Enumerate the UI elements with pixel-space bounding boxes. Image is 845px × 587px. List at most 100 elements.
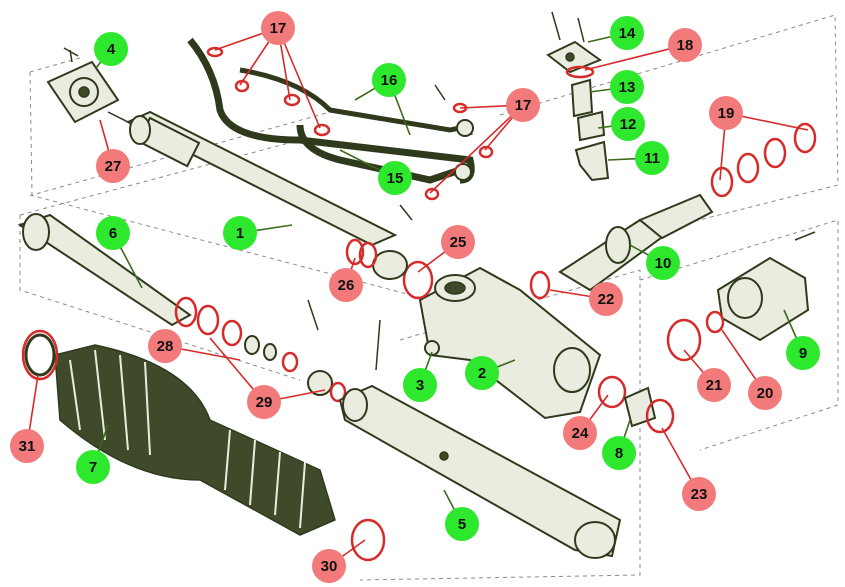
callout-16: 16 — [372, 63, 406, 97]
callout-badge — [465, 356, 499, 390]
callout-number: 17 — [515, 97, 532, 114]
callout-number: 5 — [458, 516, 466, 533]
callout-badge — [94, 32, 128, 66]
callout-number: 25 — [450, 234, 467, 251]
callout-13: 13 — [610, 70, 644, 104]
callout-8: 8 — [602, 436, 636, 470]
callout-24: 24 — [563, 416, 597, 450]
callout-20: 20 — [748, 376, 782, 410]
callout-badge — [635, 141, 669, 175]
callout-number: 7 — [89, 459, 97, 476]
callout-5: 5 — [445, 507, 479, 541]
callout-22: 22 — [589, 282, 623, 316]
callout-number: 1 — [236, 225, 244, 242]
callout-number: 14 — [619, 25, 636, 42]
callout-2: 2 — [465, 356, 499, 390]
callout-26: 26 — [329, 268, 363, 302]
callout-badge — [589, 282, 623, 316]
callout-11: 11 — [635, 141, 669, 175]
callout-badge — [247, 385, 281, 419]
callout-badge — [10, 429, 44, 463]
callout-number: 4 — [107, 41, 116, 58]
callout-number: 30 — [321, 558, 338, 575]
rack-shaft-part — [17, 213, 192, 327]
callout-badge — [441, 225, 475, 259]
callout-badge — [786, 336, 820, 370]
callout-number: 9 — [799, 345, 807, 362]
callout-23: 23 — [682, 477, 716, 511]
callout-7: 7 — [76, 450, 110, 484]
callout-badge — [611, 107, 645, 141]
callout-3: 3 — [403, 368, 437, 402]
leader-line-17-2 — [429, 104, 524, 194]
valve-housing-part — [375, 266, 602, 420]
callout-badge — [506, 88, 540, 122]
callout-badge — [668, 28, 702, 62]
part-callouts: 1234567891011121314151617171819202122232… — [10, 11, 820, 583]
callout-badge — [445, 507, 479, 541]
leader-line-17-3 — [277, 27, 321, 129]
callout-number: 23 — [691, 486, 708, 503]
callout-number: 31 — [19, 438, 36, 455]
piston-seals-part — [174, 296, 347, 403]
callout-15: 15 — [378, 161, 412, 195]
callout-badge — [329, 268, 363, 302]
callout-31: 31 — [10, 429, 44, 463]
callout-number: 24 — [572, 425, 589, 442]
pinion-stack-part — [546, 11, 610, 182]
housing-rings-part — [345, 238, 551, 300]
callout-badge — [610, 16, 644, 50]
callout-number: 28 — [157, 338, 174, 355]
callout-30: 30 — [312, 549, 346, 583]
callout-badge — [378, 161, 412, 195]
callout-badge — [223, 216, 257, 250]
seal-rings-part — [710, 122, 817, 198]
callout-badge — [76, 450, 110, 484]
callout-number: 11 — [644, 150, 660, 167]
callout-27: 27 — [96, 149, 130, 183]
callout-6: 6 — [96, 216, 130, 250]
callout-number: 26 — [338, 277, 355, 294]
callout-number: 29 — [256, 394, 273, 411]
callout-badge — [709, 96, 743, 130]
callout-badge — [261, 11, 295, 45]
callout-19: 19 — [709, 96, 743, 130]
callout-number: 15 — [387, 170, 404, 187]
pinion-shaft-part — [558, 193, 714, 292]
callout-badge — [96, 216, 130, 250]
callout-number: 10 — [655, 255, 672, 272]
callout-12: 12 — [611, 107, 645, 141]
callout-badge — [646, 246, 680, 280]
callout-number: 18 — [677, 37, 694, 54]
bush-and-rings-part — [597, 375, 675, 434]
callout-21: 21 — [697, 368, 731, 402]
callout-14: 14 — [610, 16, 644, 50]
callout-badge — [748, 376, 782, 410]
callout-number: 17 — [270, 20, 287, 37]
callout-25: 25 — [441, 225, 475, 259]
callout-badge — [96, 149, 130, 183]
callout-number: 13 — [619, 79, 636, 96]
callout-number: 3 — [416, 377, 424, 394]
callout-number: 8 — [615, 445, 623, 462]
callout-badge — [610, 70, 644, 104]
callout-badge — [372, 63, 406, 97]
callout-number: 6 — [109, 225, 117, 242]
callout-badge — [602, 436, 636, 470]
leader-line-18-0 — [584, 44, 686, 71]
callout-badge — [312, 549, 346, 583]
mounting-flange-part — [46, 47, 120, 124]
callout-4: 4 — [94, 32, 128, 66]
callout-1: 1 — [223, 216, 257, 250]
callout-number: 2 — [478, 365, 486, 382]
callout-number: 21 — [706, 377, 723, 394]
callout-badge — [148, 329, 182, 363]
callout-28: 28 — [148, 329, 182, 363]
end-housing-part — [666, 231, 816, 362]
callout-number: 19 — [718, 105, 735, 122]
callout-29: 29 — [247, 385, 281, 419]
callout-badge — [403, 368, 437, 402]
tube-cover-part — [338, 384, 622, 559]
callout-17: 17 — [261, 11, 295, 45]
